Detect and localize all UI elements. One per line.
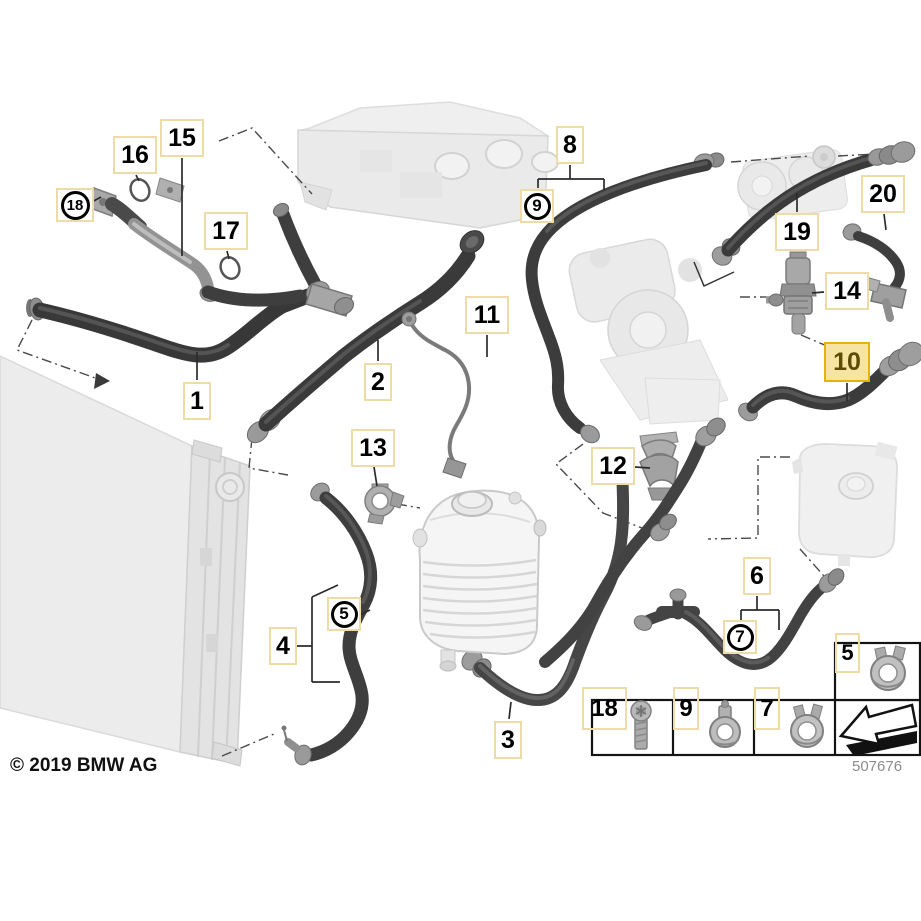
hose-2 [246,230,485,444]
callout-7-circle: 7 [726,623,754,651]
leader-lines [89,158,887,720]
callout-7[interactable]: 7 [723,620,757,654]
pump-ghost [568,238,729,425]
callout-18-circle: 18 [60,190,90,220]
callout-20[interactable]: 20 [861,175,905,213]
radiator-ghost [0,355,251,767]
o-ring-17 [219,256,241,280]
hose-6 [633,568,845,670]
callout-8[interactable]: 8 [556,126,584,164]
hose-19 [711,141,916,266]
pointer-line [693,261,735,288]
leader-arrowhead [94,373,110,389]
callout-16[interactable]: 16 [113,136,157,174]
legend-label-18[interactable]: 18 [582,687,627,730]
callout-13[interactable]: 13 [351,429,395,467]
callout-10-highlighted[interactable]: 10 [824,342,870,382]
callout-1[interactable]: 1 [183,382,211,420]
callout-11[interactable]: 11 [465,296,509,334]
callout-9[interactable]: 9 [520,189,554,223]
hose-clamp-9-icon [709,700,741,748]
callout-19[interactable]: 19 [775,213,819,251]
callout-4[interactable]: 4 [269,627,297,665]
o-ring-16 [129,178,151,202]
callout-9-circle: 9 [523,192,551,220]
callout-6[interactable]: 6 [743,557,771,595]
legend-label-7[interactable]: 7 [754,687,780,730]
hose-4 [281,482,378,766]
legend-label-9[interactable]: 9 [673,687,699,730]
callout-15[interactable]: 15 [160,119,204,157]
callout-2[interactable]: 2 [364,363,392,401]
engine-ghost [297,101,559,229]
callout-12[interactable]: 12 [591,447,635,485]
hose-clamp-5-icon [870,645,906,691]
diagram-number: 507676 [852,758,903,775]
hose-10 [738,341,921,422]
hose-20 [842,223,907,322]
copyright-text: © 2019 BMW AG [10,755,158,776]
callout-5-circle: 5 [330,600,358,628]
hose-coupling-line [539,417,726,668]
torx-screw-icon [630,700,652,750]
expansion-tank [412,489,547,672]
direction-arrow-icon [838,703,918,756]
holder-13 [364,483,405,525]
coolant-pipe-assembly [89,177,219,303]
callout-18[interactable]: 18 [56,188,94,222]
vent-line-11 [401,311,472,479]
callout-17[interactable]: 17 [204,212,248,250]
hose-1 [26,202,355,363]
legend-label-5[interactable]: 5 [835,633,860,673]
callout-5[interactable]: 5 [327,597,361,631]
expansion-tank-ghost [792,441,898,566]
callout-3[interactable]: 3 [494,721,522,759]
hose-8 [525,152,725,444]
callout-14[interactable]: 14 [825,272,869,310]
coolant-valve-14 [766,251,817,335]
hose-clamp-7-icon [790,703,824,748]
